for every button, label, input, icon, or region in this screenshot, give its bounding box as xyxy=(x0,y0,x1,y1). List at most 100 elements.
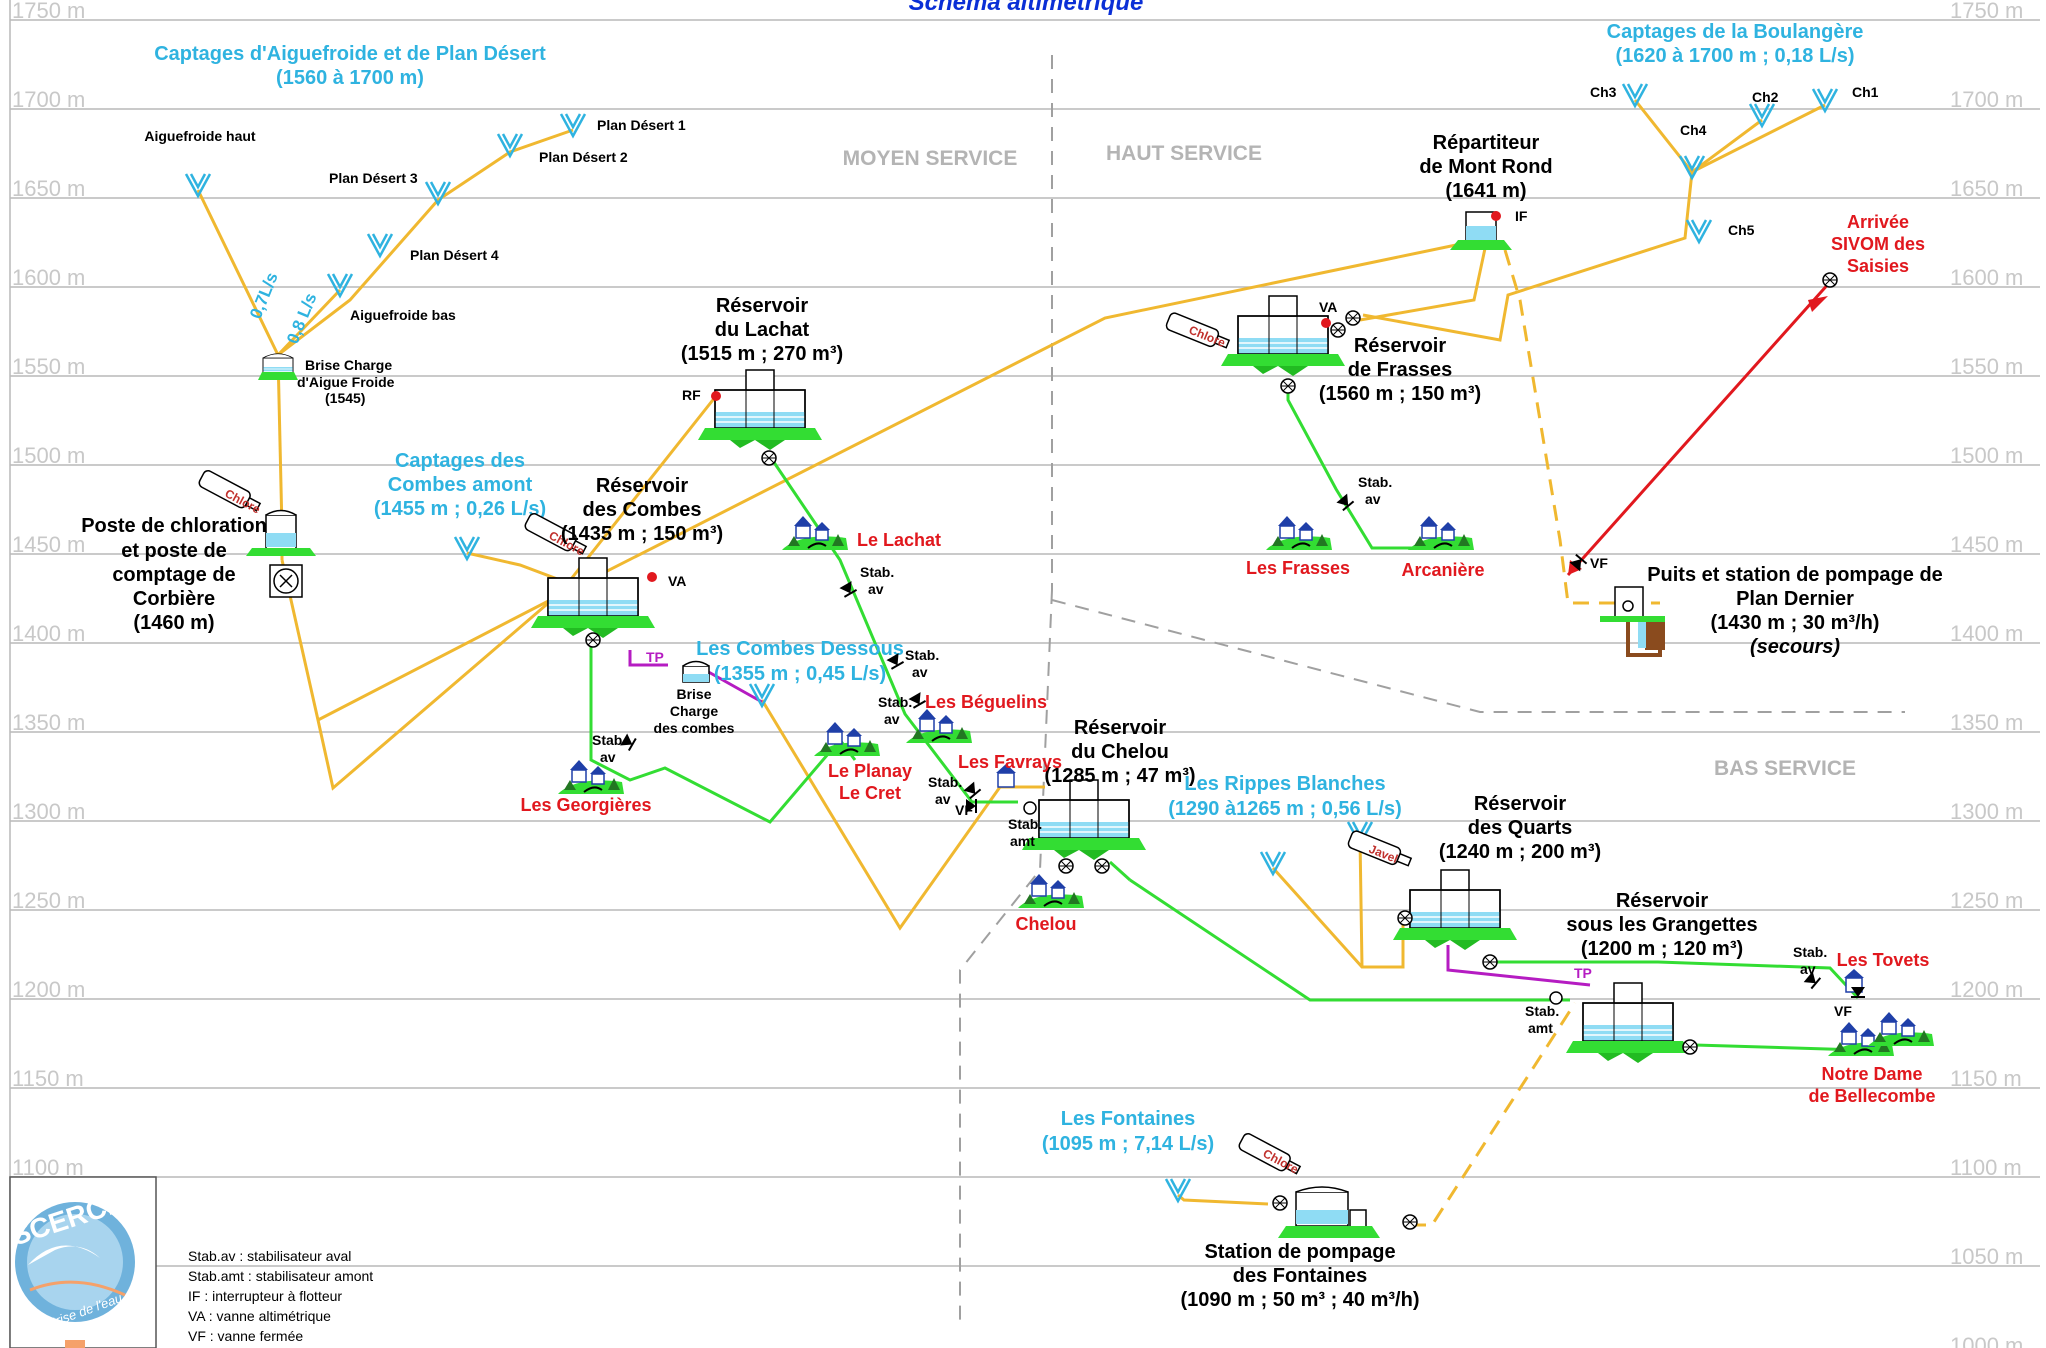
sivom-pipe xyxy=(1566,281,1832,576)
captage-combes-amont-1: Captages des xyxy=(395,450,525,472)
lachat-label-1: Réservoir xyxy=(716,295,808,317)
elevation-grid xyxy=(9,0,2040,1348)
chelou-label-1: Réservoir xyxy=(1074,717,1166,739)
grangettes-label-3: (1200 m ; 120 m³) xyxy=(1581,938,1743,960)
zone-haut-service: HAUT SERVICE xyxy=(1106,142,1262,165)
svg-text:Ch5: Ch5 xyxy=(1728,222,1755,238)
village-notre-dame-1: Notre Dame xyxy=(1821,1064,1922,1084)
captage-combes-dessous-1: Les Combes Dessous xyxy=(696,638,904,660)
svg-text:amt: amt xyxy=(1010,833,1035,849)
brise-aig-label-3: (1545) xyxy=(325,390,365,406)
rf-label: RF xyxy=(682,387,701,403)
svg-text:1250 m: 1250 m xyxy=(12,888,85,913)
fontaines-station-2: des Fontaines xyxy=(1233,1265,1367,1287)
svg-text:Plan Désert 4: Plan Désert 4 xyxy=(410,247,499,263)
sivom-meter xyxy=(1822,272,1838,288)
puits-label-2: Plan Dernier xyxy=(1736,588,1854,610)
repartiteur-label-1: Répartiteur xyxy=(1433,132,1540,154)
svg-text:1400 m: 1400 m xyxy=(1950,621,2023,646)
chloration-label-1: Poste de chloration xyxy=(81,515,267,537)
svg-text:1200 m: 1200 m xyxy=(1950,977,2023,1002)
flow-label-1: 0,7L/s xyxy=(246,270,282,322)
village-arcaniere: Arcanière xyxy=(1401,560,1484,580)
quarts-label-1: Réservoir xyxy=(1474,793,1566,815)
svg-text:1500 m: 1500 m xyxy=(12,443,85,468)
svg-text:Ch2: Ch2 xyxy=(1752,89,1779,105)
chloration-label-4: Corbière xyxy=(133,588,215,610)
village-favrays: Les Favrays xyxy=(958,752,1062,772)
village-notre-dame-2: de Bellecombe xyxy=(1808,1086,1935,1106)
diagram-title: Schéma altimétrique xyxy=(909,0,1144,16)
svg-text:Ch3: Ch3 xyxy=(1590,84,1617,100)
reservoir-grangettes xyxy=(1549,982,1698,1064)
legend-item: VF : vanne fermée xyxy=(188,1328,303,1344)
repartiteur-mont-rond xyxy=(1450,211,1512,250)
frasses-label-3: (1560 m ; 150 m³) xyxy=(1319,383,1481,405)
legend-item: Stab.av : stabilisateur aval xyxy=(188,1248,351,1264)
svg-text:1300 m: 1300 m xyxy=(1950,799,2023,824)
javel-label: Javel xyxy=(1367,842,1400,866)
svg-text:av: av xyxy=(1365,491,1381,507)
village-tovets: Les Tovets xyxy=(1837,950,1930,970)
svg-text:Plan Désert 2: Plan Désert 2 xyxy=(539,149,628,165)
svg-text:Stab.: Stab. xyxy=(878,694,912,710)
svg-text:1000 m: 1000 m xyxy=(1950,1333,2023,1348)
chloration-label-3: comptage de xyxy=(112,564,235,586)
grangettes-label-2: sous les Grangettes xyxy=(1566,914,1757,936)
svg-text:Stab.: Stab. xyxy=(860,564,894,580)
village-beguelins: Les Béguelins xyxy=(925,692,1047,712)
source-names: Aiguefroide haut Plan Désert 1 Plan Dése… xyxy=(144,84,1878,323)
repartiteur-label-2: de Mont Rond xyxy=(1419,156,1552,178)
gravity-pipes xyxy=(196,99,1826,1227)
frasses-label-2: de Frasses xyxy=(1348,359,1453,381)
svg-text:1550 m: 1550 m xyxy=(12,354,85,379)
svg-text:1700 m: 1700 m xyxy=(1950,87,2023,112)
scercl-logo: SCERCL la maîtrise de l'eau xyxy=(8,1176,157,1348)
quarts-label-3: (1240 m ; 200 m³) xyxy=(1439,841,1601,863)
reservoir-frasses xyxy=(1164,295,1361,394)
village-cret: Le Cret xyxy=(839,783,901,803)
station-fontaines xyxy=(1236,1131,1418,1238)
tp-label-combes: TP xyxy=(646,649,664,665)
svg-text:Stab.: Stab. xyxy=(1358,474,1392,490)
svg-text:VF: VF xyxy=(955,802,973,818)
brise-charge-aiguefroide xyxy=(258,353,298,380)
if-label: IF xyxy=(1515,208,1528,224)
legend: Stab.av : stabilisateur aval Stab.amt : … xyxy=(188,1248,373,1344)
chloration-station xyxy=(196,468,316,598)
captage-combes-amont-3: (1455 m ; 0,26 L/s) xyxy=(374,498,546,520)
svg-text:1350 m: 1350 m xyxy=(1950,710,2023,735)
svg-text:VF: VF xyxy=(1590,555,1608,571)
village-lachat: Le Lachat xyxy=(857,530,941,550)
sivom-label-1: Arrivée xyxy=(1847,212,1909,232)
captage-aiguefroide-title: Captages d'Aiguefroide et de Plan Désert xyxy=(154,43,546,65)
frasses-label-1: Réservoir xyxy=(1354,335,1446,357)
svg-text:Stab.: Stab. xyxy=(905,647,939,663)
captage-rippes-1: Les Rippes Blanches xyxy=(1184,773,1385,795)
svg-text:1400 m: 1400 m xyxy=(12,621,85,646)
chelou-label-3: (1285 m ; 47 m³) xyxy=(1044,765,1195,787)
svg-text:Stab.: Stab. xyxy=(928,774,962,790)
svg-text:1450 m: 1450 m xyxy=(12,532,85,557)
puits-plan-dernier xyxy=(1600,586,1665,657)
captage-aiguefroide-range: (1560 à 1700 m) xyxy=(276,67,424,89)
svg-text:1050 m: 1050 m xyxy=(1950,1244,2023,1269)
svg-text:1300 m: 1300 m xyxy=(12,799,85,824)
svg-text:VF: VF xyxy=(1834,1003,1852,1019)
legend-item: IF : interrupteur à flotteur xyxy=(188,1288,342,1304)
captage-fontaines-1: Les Fontaines xyxy=(1061,1108,1195,1130)
captage-fontaines-2: (1095 m ; 7,14 L/s) xyxy=(1042,1133,1214,1155)
combes-label-2: des Combes xyxy=(583,499,702,521)
chloration-label-5: (1460 m) xyxy=(133,612,214,634)
sivom-label-2: SIVOM des xyxy=(1831,234,1925,254)
svg-text:Stab.: Stab. xyxy=(1525,1003,1559,1019)
brise-combes-1: Brise xyxy=(676,686,711,702)
svg-text:1600 m: 1600 m xyxy=(12,265,85,290)
puits-label-4: (secours) xyxy=(1750,636,1840,658)
fontaines-station-1: Station de pompage xyxy=(1204,1241,1395,1263)
village-chelou: Chelou xyxy=(1016,914,1077,934)
svg-text:1600 m: 1600 m xyxy=(1950,265,2023,290)
va-label-combes: VA xyxy=(668,573,686,589)
svg-text:Stab.: Stab. xyxy=(1008,816,1042,832)
